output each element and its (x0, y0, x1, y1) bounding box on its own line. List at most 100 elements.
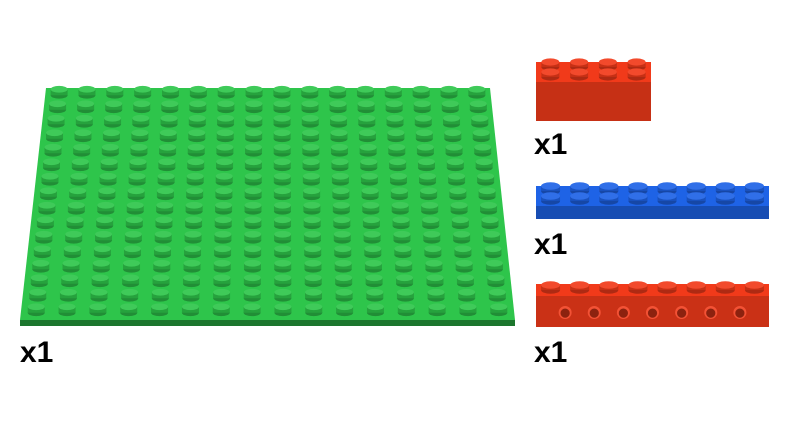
stud (158, 158, 176, 172)
stud (74, 129, 92, 143)
stud (93, 245, 111, 259)
stud (305, 288, 323, 302)
stud (426, 274, 444, 288)
stud (70, 172, 88, 186)
stud (416, 143, 434, 157)
stud (364, 245, 382, 259)
stud (468, 85, 486, 99)
stud (156, 187, 174, 201)
red-brick-2x4 (536, 58, 651, 121)
stud (485, 259, 503, 273)
stud (449, 187, 467, 201)
stud (245, 100, 263, 114)
stud (151, 303, 169, 317)
stud (132, 114, 150, 128)
stud (100, 158, 118, 172)
stud (216, 129, 234, 143)
stud (302, 172, 320, 186)
stud (425, 259, 443, 273)
stud (397, 303, 415, 317)
stud (417, 158, 435, 172)
stud (482, 230, 500, 244)
stud (362, 201, 380, 215)
stud (97, 201, 115, 215)
stud (273, 143, 291, 157)
green-baseplate (20, 85, 515, 326)
stud (245, 114, 263, 128)
stud (335, 274, 353, 288)
stud (213, 274, 231, 288)
stud (106, 85, 124, 99)
stud (541, 68, 560, 81)
stud (102, 129, 120, 143)
brick-top-face (536, 62, 651, 82)
plate-top-face (536, 186, 769, 206)
stud (453, 230, 471, 244)
stud (686, 281, 706, 294)
stud (686, 192, 706, 205)
stud (123, 259, 141, 273)
stud (332, 201, 350, 215)
stud (335, 288, 353, 302)
stud (330, 143, 348, 157)
stud (394, 245, 412, 259)
stud (356, 85, 374, 99)
plate-front-face (536, 206, 769, 219)
stud (188, 114, 206, 128)
stud (213, 259, 231, 273)
stud (244, 201, 262, 215)
stud (450, 201, 468, 215)
stud (273, 172, 291, 186)
stud (396, 288, 414, 302)
stud (333, 230, 351, 244)
stud (186, 187, 204, 201)
stud (27, 303, 45, 317)
stud (477, 172, 495, 186)
stud (134, 85, 152, 99)
stud (98, 187, 116, 201)
stud (366, 303, 384, 317)
stud (273, 100, 291, 114)
stud (388, 143, 406, 157)
stud (390, 187, 408, 201)
stud (184, 230, 202, 244)
stud (451, 216, 469, 230)
stud (472, 129, 490, 143)
stud (424, 245, 442, 259)
stud (384, 85, 402, 99)
stud (475, 158, 493, 172)
stud (32, 259, 50, 273)
stud (189, 85, 207, 99)
stud (303, 187, 321, 201)
stud (187, 143, 205, 157)
stud (715, 281, 735, 294)
stud (440, 85, 458, 99)
stud (244, 172, 262, 186)
stud (46, 129, 64, 143)
stud (126, 201, 144, 215)
stud (78, 85, 96, 99)
stud (415, 129, 433, 143)
baseplate-edge (20, 320, 515, 326)
stud (181, 303, 199, 317)
stud (412, 85, 430, 99)
stud (274, 259, 292, 273)
stud (357, 100, 375, 114)
stud (627, 58, 646, 71)
stud (458, 288, 476, 302)
stud (245, 129, 263, 143)
stud (570, 58, 589, 71)
stud (336, 303, 354, 317)
stud (304, 274, 322, 288)
stud (124, 230, 142, 244)
stud (414, 114, 432, 128)
stud (182, 274, 200, 288)
stud (541, 58, 560, 71)
stud (301, 114, 319, 128)
stud (217, 100, 235, 114)
stud (274, 288, 292, 302)
stud (478, 187, 496, 201)
stud (33, 245, 51, 259)
stud (29, 288, 47, 302)
stud (155, 216, 173, 230)
